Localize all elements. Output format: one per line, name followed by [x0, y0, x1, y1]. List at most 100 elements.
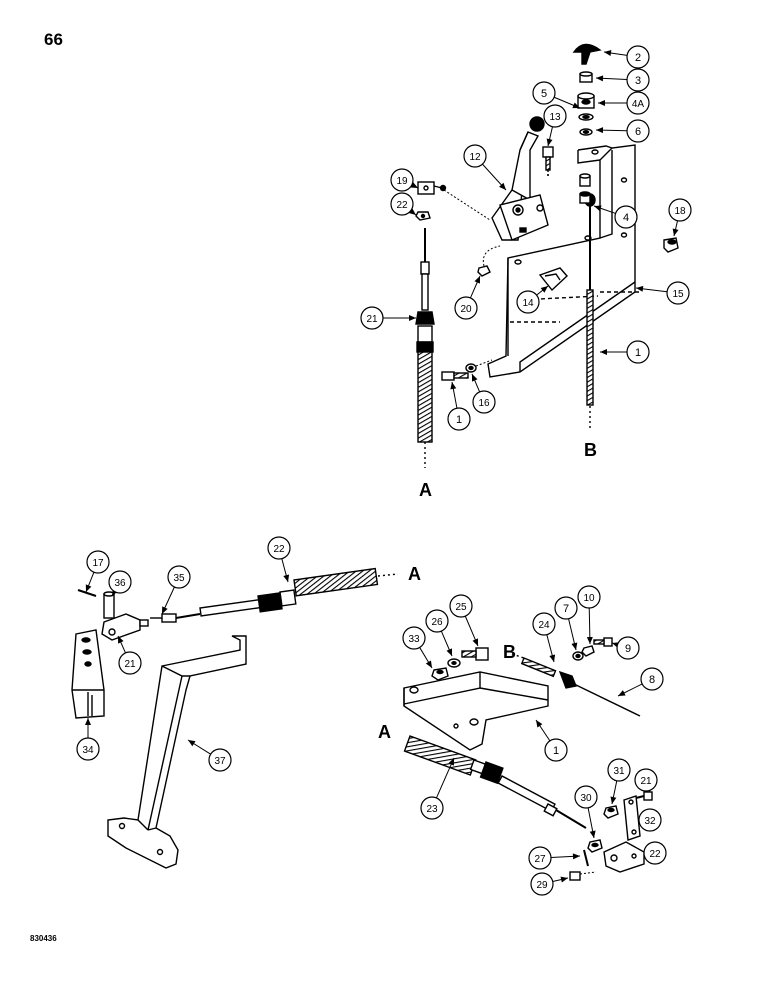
callout-circle — [472, 390, 496, 414]
callout-32: 32 — [638, 808, 662, 832]
callout-30: 30 — [574, 785, 598, 839]
callout-circle — [626, 340, 650, 364]
callout-22: 22 — [643, 841, 667, 865]
bracket-23 — [403, 671, 549, 751]
callout-circle — [402, 626, 426, 650]
bolt-16 — [441, 371, 469, 381]
callout-number: 5 — [541, 88, 547, 100]
callout-arrowhead — [572, 102, 580, 109]
callout-27: 27 — [528, 846, 581, 870]
pin-28 — [569, 871, 597, 881]
callout-number: 15 — [672, 289, 684, 300]
callout-arrowhead — [410, 182, 418, 188]
callout-circle — [554, 596, 578, 620]
cable-b-end — [511, 653, 641, 717]
callout-circle — [616, 636, 640, 660]
washer-17 — [465, 359, 493, 373]
callout-circle — [86, 550, 110, 574]
callout-circle — [528, 846, 552, 870]
letter-a-lower-left: A — [408, 564, 421, 584]
callout-number: 21 — [124, 659, 136, 670]
callout-circle — [574, 785, 598, 809]
callout-2: 2 — [603, 45, 650, 69]
callout-circle — [532, 81, 556, 105]
callout-arrowhead — [604, 50, 612, 56]
callout-circle — [634, 768, 658, 792]
callout-13: 13 — [543, 104, 567, 147]
callout-arrowhead — [474, 276, 480, 284]
callout-25: 25 — [449, 594, 479, 647]
control-lever-12 — [491, 116, 551, 241]
callout-22: 22 — [390, 192, 417, 216]
callout-circle — [544, 738, 568, 762]
callout-arrowhead — [448, 758, 454, 766]
letter-b-lower-right: B — [503, 642, 516, 662]
callout-circle — [454, 296, 478, 320]
callout-circle — [626, 68, 650, 92]
callout-circle — [643, 841, 667, 865]
callout-number: 21 — [366, 314, 378, 325]
callout-circle — [626, 91, 650, 115]
letter-a-lower-right: A — [378, 722, 391, 742]
nut-22-lower — [587, 839, 603, 853]
callout-number: 37 — [214, 756, 226, 767]
callout-8: 8 — [617, 667, 664, 697]
callout-number: 22 — [273, 544, 285, 555]
callout-arrowhead — [596, 75, 604, 82]
callout-arrowhead — [85, 584, 92, 592]
callout-circle — [607, 758, 631, 782]
callout-arrowhead — [283, 574, 290, 582]
callout-circle — [626, 119, 650, 143]
callout-3: 3 — [595, 68, 650, 92]
nut-9 — [581, 645, 595, 657]
bolt-13 — [542, 146, 554, 171]
callout-number: 9 — [625, 643, 631, 655]
callout-circle — [640, 667, 664, 691]
callout-16: 16 — [471, 373, 496, 414]
callout-number: 35 — [173, 573, 185, 584]
cable-21-left — [150, 567, 399, 623]
callout-21: 21 — [117, 635, 142, 675]
callout-circle — [360, 306, 384, 330]
callout-number: 16 — [478, 398, 490, 409]
callout-circle — [577, 585, 601, 609]
lower-left-assembly — [71, 567, 399, 869]
callout-number: 22 — [649, 849, 661, 860]
bolt-24 — [461, 647, 489, 661]
callout-34: 34 — [76, 718, 100, 761]
callout-arrowhead — [425, 660, 432, 668]
callout-circle — [76, 737, 100, 761]
callout-20: 20 — [454, 275, 481, 320]
callout-35: 35 — [161, 565, 191, 615]
callout-arrowhead — [549, 654, 556, 662]
letter-markers: A B A B A — [378, 440, 597, 742]
callout-arrowhead — [618, 690, 626, 696]
callout-circle — [614, 205, 638, 229]
support-33 — [107, 635, 247, 869]
callout-arrowhead — [85, 718, 91, 725]
callout-21: 21 — [634, 768, 658, 793]
page-number: 66 — [44, 30, 63, 49]
lever-37 — [71, 629, 105, 719]
callout-number: 1 — [635, 347, 641, 359]
callout-36: 36 — [108, 570, 132, 597]
washer-25 — [447, 658, 461, 668]
callout-number: 30 — [580, 793, 592, 804]
callout-number: 24 — [538, 620, 550, 631]
callout-circle — [390, 168, 414, 192]
callout-number: 32 — [644, 816, 656, 827]
callout-22: 22 — [267, 536, 291, 583]
callout-1: 1 — [600, 340, 650, 364]
plate-30 — [623, 795, 641, 841]
fastener-stack — [572, 43, 602, 204]
callout-14: 14 — [516, 285, 549, 314]
bracket-15 — [487, 144, 640, 378]
callout-number: 27 — [534, 854, 546, 865]
callout-arrowhead — [672, 228, 679, 236]
callout-number: 22 — [396, 200, 408, 211]
callout-33: 33 — [402, 626, 433, 669]
callout-arrowhead — [446, 648, 452, 656]
callout-arrowhead — [598, 100, 605, 106]
callout-arrowhead — [162, 606, 168, 614]
